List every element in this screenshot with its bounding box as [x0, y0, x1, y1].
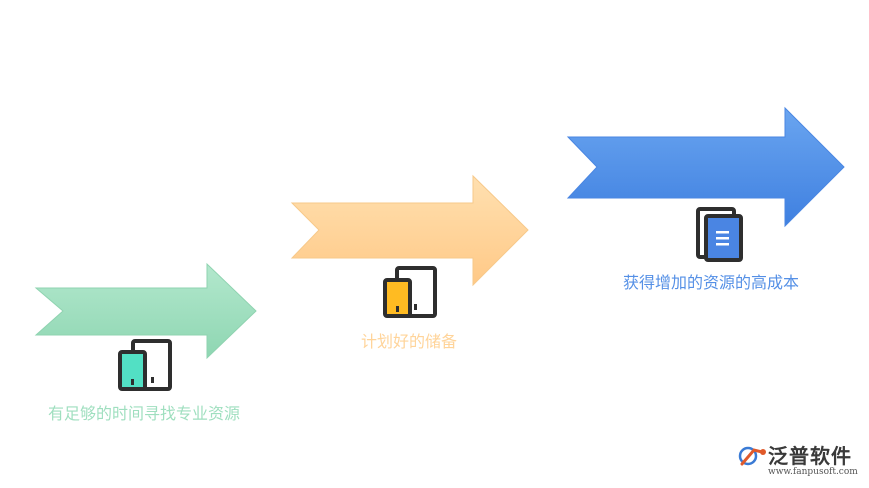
step-1-label: 有足够的时间寻找专业资源 [48, 404, 241, 423]
tablet-phone-icon [118, 339, 172, 391]
brand-name: 泛普软件 [768, 444, 852, 468]
brand-url: www.fanpusoft.com [768, 467, 858, 477]
step-3-arrow [566, 106, 845, 228]
document-stack-icon [696, 207, 743, 262]
step-2-arrow [290, 174, 529, 287]
tablet-phone-icon [383, 266, 437, 318]
step-2-label: 计划好的储备 [361, 332, 458, 351]
step-1-arrow [34, 262, 257, 360]
brand-logo: 泛普软件 www.fanpusoft.com [738, 440, 862, 482]
fanpu-logo-icon [738, 446, 766, 466]
step-3-label: 获得增加的资源的高成本 [623, 273, 800, 292]
